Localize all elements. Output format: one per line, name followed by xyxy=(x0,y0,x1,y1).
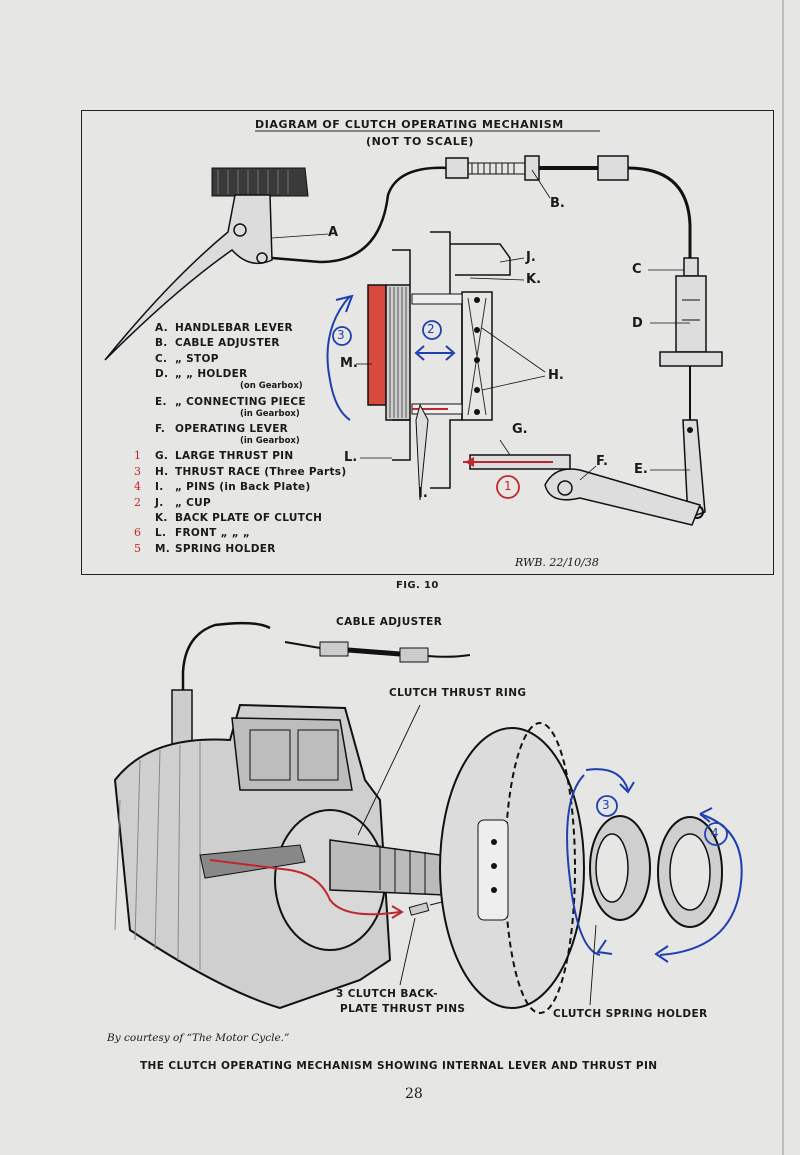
legend-subnote: (in Gearbox) xyxy=(240,436,300,446)
legend-item: „ STOP xyxy=(175,352,219,365)
legend-annotation: 3 xyxy=(134,464,141,478)
fig10-title: DIAGRAM OF CLUTCH OPERATING MECHANISM xyxy=(255,118,564,131)
annotation-circle-4-lower: 4 xyxy=(711,826,719,840)
fig11-caption: THE CLUTCH OPERATING MECHANISM SHOWING I… xyxy=(140,1060,658,1072)
signature: RWB. 22/10/38 xyxy=(515,556,599,569)
legend-key: B. xyxy=(155,337,168,350)
legend-annotation: 5 xyxy=(134,541,141,555)
label-clutch-thrust-ring: CLUTCH THRUST RING xyxy=(389,687,527,699)
courtesy-note: By courtesy of “The Motor Cycle.” xyxy=(107,1032,290,1044)
label-g: G. xyxy=(512,422,528,437)
fig10-frame xyxy=(81,110,774,575)
legend-subnote: (on Gearbox) xyxy=(240,381,303,392)
label-backplate-pins-2: PLATE THRUST PINS xyxy=(340,1003,466,1015)
label-l: L. xyxy=(344,450,358,465)
legend-item: „ „ HOLDER xyxy=(175,368,248,381)
legend-item: OPERATING LEVER xyxy=(175,423,289,435)
fig10-caption: FIG. 10 xyxy=(396,580,439,591)
legend-annotation: 2 xyxy=(134,495,141,509)
label-e: E. xyxy=(634,462,648,477)
label-clutch-spring-holder: CLUTCH SPRING HOLDER xyxy=(553,1008,708,1020)
label-j: J. xyxy=(526,250,536,265)
page-number: 28 xyxy=(405,1086,423,1102)
legend-annotation: 1 xyxy=(134,449,141,463)
legend-key: E. xyxy=(155,395,167,408)
label-h: H. xyxy=(548,368,564,383)
label-m: M. xyxy=(340,356,358,371)
label-b: B. xyxy=(550,196,565,211)
legend-key: G. xyxy=(155,450,169,463)
legend-item: CABLE ADJUSTER xyxy=(175,337,280,350)
label-i: I. xyxy=(418,486,428,501)
legend-item: LARGE THRUST PIN xyxy=(175,450,294,463)
legend-annotation: 6 xyxy=(134,526,141,540)
legend-key: J. xyxy=(155,496,164,509)
annotation-circle-1: 1 xyxy=(504,479,512,493)
fig10-subtitle: (NOT TO SCALE) xyxy=(366,135,475,148)
legend-key: L. xyxy=(155,527,167,540)
legend-item: THRUST RACE (Three Parts) xyxy=(175,465,347,478)
label-backplate-pins-1: 3 CLUTCH BACK- xyxy=(336,988,438,1000)
page-edge xyxy=(782,0,784,1155)
legend-item: SPRING HOLDER xyxy=(175,542,276,555)
legend-key: D. xyxy=(155,368,169,381)
label-cable-adjuster: CABLE ADJUSTER xyxy=(336,616,443,628)
legend-subnote: (in Gearbox) xyxy=(240,408,300,419)
legend-key: H. xyxy=(155,465,169,478)
legend-item: „ CONNECTING PIECE xyxy=(175,395,306,408)
legend-item: HANDLEBAR LEVER xyxy=(175,322,293,334)
legend-item: „ PINS (in Back Plate) xyxy=(175,481,311,494)
legend-key: F. xyxy=(155,423,166,435)
legend-key: C. xyxy=(155,352,168,365)
legend-key: K. xyxy=(155,512,168,524)
legend-item: BACK PLATE OF CLUTCH xyxy=(175,512,323,524)
legend-annotation: 4 xyxy=(134,480,141,494)
label-c: C xyxy=(632,262,642,277)
legend-item: „ CUP xyxy=(175,496,211,509)
legend-key: I. xyxy=(155,481,164,494)
label-f: F. xyxy=(596,454,608,469)
legend-key: M. xyxy=(155,542,171,555)
label-d: D xyxy=(632,316,643,331)
annotation-circle-2: 2 xyxy=(427,322,435,336)
legend-key: A. xyxy=(155,322,168,334)
annotation-circle-3: 3 xyxy=(337,328,345,342)
label-k: K. xyxy=(526,272,542,287)
legend-item: FRONT „ „ „ xyxy=(175,527,251,540)
label-a: A xyxy=(328,225,339,240)
annotation-circle-3-lower: 3 xyxy=(602,798,610,812)
